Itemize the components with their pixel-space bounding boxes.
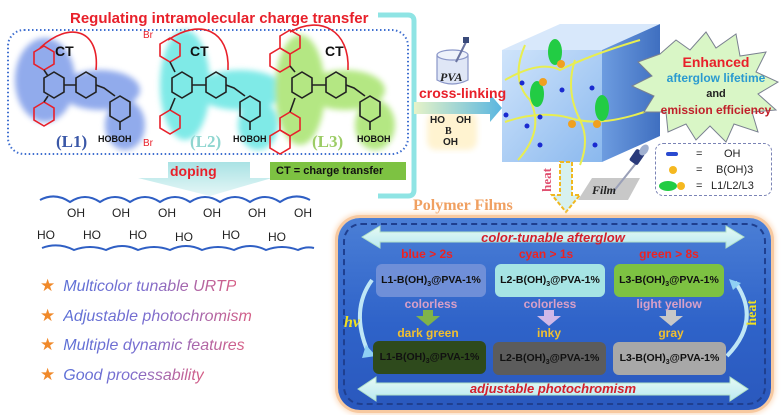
oh-label: OH <box>158 206 176 220</box>
ho-label: HO <box>222 228 240 242</box>
star-icon: ★ <box>40 306 56 325</box>
sample-L3-after: L3-B(OH)3@PVA-1% <box>613 342 726 375</box>
bromo-label-bottom: Br <box>143 138 153 149</box>
burst-text: Enhanced afterglow lifetime and emission… <box>660 54 772 117</box>
boric-acid-halo <box>427 112 477 150</box>
doping-label: doping <box>170 163 217 179</box>
crosslinking-label: cross-linking <box>419 85 507 101</box>
dropper-icon <box>612 144 649 193</box>
sample-L2-before: L2-B(OH)3@PVA-1% <box>495 264 605 297</box>
state-arrow-1 <box>416 310 440 326</box>
enhanced-burst <box>630 31 780 143</box>
sample-L2-after: L2-B(OH)3@PVA-1% <box>493 342 606 375</box>
pva-beaker-icon <box>436 37 469 85</box>
boronic-acid-L2: HOBOH <box>233 134 267 144</box>
title: Regulating intramolecular charge transfe… <box>70 10 369 27</box>
state-before-label: colorless <box>404 297 458 311</box>
ho-label: HO <box>129 228 147 242</box>
ho-label: HO <box>37 228 55 242</box>
ligand-L3-structure <box>269 24 381 155</box>
oh-label: OH <box>112 206 130 220</box>
boric-acid-dot-icon <box>677 182 685 190</box>
ligand-label-L1: (L1) <box>56 132 88 151</box>
heat-down-arrow <box>549 161 583 214</box>
ligand-label-L2: (L2) <box>190 132 222 151</box>
state-arrow-3 <box>659 310 683 326</box>
legend-row-boric: = B(OH)3 <box>656 162 771 178</box>
ct-label-L3: CT <box>325 43 344 59</box>
hv-curved-arrow <box>357 278 374 353</box>
sample-L1-before: L1-B(OH)3@PVA-1% <box>376 264 486 297</box>
legend-row-oh: = OH <box>656 146 771 162</box>
pva-label: PVA <box>440 70 463 84</box>
bottom-double-arrow <box>357 376 749 402</box>
pva-network-cube <box>502 24 660 166</box>
ho-label: HO <box>83 228 101 242</box>
state-after-label: inky <box>536 326 561 340</box>
heat-curved-arrow <box>725 280 749 358</box>
boric-acid-structure: HO OH B OH <box>430 115 472 148</box>
hv-arrow-head <box>362 345 376 358</box>
ho-label: HO <box>175 230 193 244</box>
feature-item: ★Multicolor tunable URTP <box>40 276 237 295</box>
pva-chain-top <box>39 195 311 204</box>
state-before-label: colorless <box>523 297 577 311</box>
star-icon: ★ <box>40 276 56 295</box>
sample-L3-before: L3-B(OH)3@PVA-1% <box>614 264 724 297</box>
ligand-ellipse-icon <box>659 181 677 191</box>
ligand-label-L3: (L3) <box>312 132 344 151</box>
adjustable-photochromism-label: adjustable photochromism <box>469 381 637 396</box>
feature-item: ★Good processability <box>40 365 204 384</box>
pva-chain-bottom <box>41 244 315 252</box>
ct-label-L2: CT <box>190 43 209 59</box>
ligand-L2-structure <box>159 28 261 135</box>
star-icon: ★ <box>40 365 56 384</box>
heat-arrow-head <box>729 279 741 290</box>
feature-item: ★Adjustable photochromism <box>40 306 252 325</box>
boronic-acid-L1: HOBOH <box>98 134 132 144</box>
boronic-acid-L3: HOBOH <box>357 134 391 144</box>
oh-icon <box>666 152 678 156</box>
oh-label: OH <box>67 206 85 220</box>
film-sheet <box>578 178 640 200</box>
oh-label: OH <box>203 206 221 220</box>
ct-label-L1: CT <box>55 43 74 59</box>
heat-panel-label: heat <box>745 300 760 326</box>
feature-item: ★Multiple dynamic features <box>40 335 245 354</box>
film-label: Film <box>592 183 617 197</box>
state-arrow-2 <box>537 310 561 326</box>
color-tunable-afterglow-label: color-tunable afterglow <box>481 230 625 245</box>
oh-label: OH <box>294 206 312 220</box>
legend-row-ligand: = L1/L2/L3 <box>656 178 771 194</box>
top-double-arrow <box>361 225 745 249</box>
lifetime-label: blue > 2s <box>401 247 453 261</box>
polymer-films-panel <box>338 218 771 410</box>
ligand-glows <box>15 30 395 150</box>
lifetime-label: cyan > 1s <box>518 247 574 261</box>
state-after-label: gray <box>658 326 684 340</box>
panel-dashed-border <box>343 223 766 405</box>
star-icon: ★ <box>40 335 56 354</box>
ho-label: HO <box>268 230 286 244</box>
oh-label: OH <box>248 206 266 220</box>
state-after-label: dark green <box>397 326 459 340</box>
ct-definition: CT = charge transfer <box>270 162 406 180</box>
polymer-films-title: Polymer Films <box>413 197 513 214</box>
hv-label: hv <box>344 314 360 331</box>
ligand-L1-structure <box>33 31 131 130</box>
bromo-label-top: Br <box>143 30 153 41</box>
crosslinking-arrow <box>414 94 502 122</box>
state-before-label: light yellow <box>636 297 702 311</box>
lifetime-label: green > 8s <box>639 247 699 261</box>
sample-L1-after: L1-B(OH)3@PVA-1% <box>373 341 486 374</box>
doping-arrow <box>138 162 272 196</box>
legend: = OH = B(OH)3 = L1/L2/L3 <box>655 143 772 196</box>
boric-acid-dot-icon <box>669 166 677 174</box>
